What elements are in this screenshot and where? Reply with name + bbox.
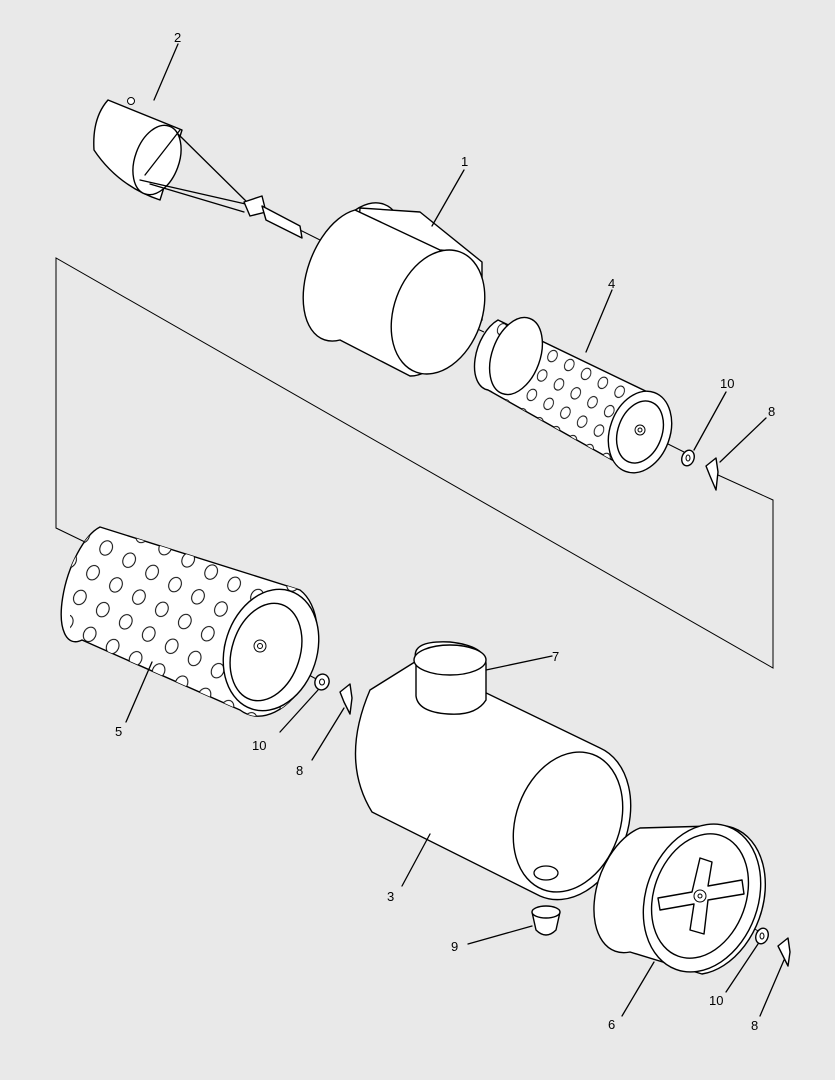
callout-7: 7 — [552, 649, 559, 664]
callout-6: 6 — [608, 1017, 615, 1032]
primary-filter-part-5 — [60, 526, 320, 723]
safety-filter-part-4 — [473, 289, 673, 474]
callout-3: 3 — [387, 889, 394, 904]
washer-part-10-middle — [279, 673, 330, 733]
callout-1: 1 — [461, 154, 468, 169]
callout-5: 5 — [115, 724, 122, 739]
callout-2: 2 — [174, 30, 181, 45]
callout-10-middle: 10 — [252, 738, 266, 753]
wing-nut-part-8-middle — [311, 683, 353, 761]
callout-8-middle: 8 — [296, 763, 303, 778]
callout-9: 9 — [451, 939, 458, 954]
callout-8-upper: 8 — [768, 404, 775, 419]
washer-part-10-upper — [681, 391, 727, 467]
callout-10-upper: 10 — [720, 376, 734, 391]
outer-element-part-1 — [302, 169, 486, 377]
housing-part-3 — [354, 659, 632, 901]
callout-labels: 2 1 4 10 8 7 5 10 8 3 9 10 6 8 — [115, 30, 775, 1033]
end-cover-part-6 — [593, 823, 767, 1017]
washer-part-10-lower — [725, 927, 769, 993]
inlet-part-7 — [413, 641, 553, 715]
rain-cap-part-2 — [93, 43, 303, 239]
drain-valve-part-9 — [467, 905, 561, 945]
callout-4: 4 — [608, 276, 615, 291]
wing-nut-part-8-lower — [759, 937, 791, 1017]
callout-10-lower: 10 — [709, 993, 723, 1008]
wing-nut-part-8-upper — [705, 417, 767, 491]
callout-8-lower: 8 — [751, 1018, 758, 1033]
